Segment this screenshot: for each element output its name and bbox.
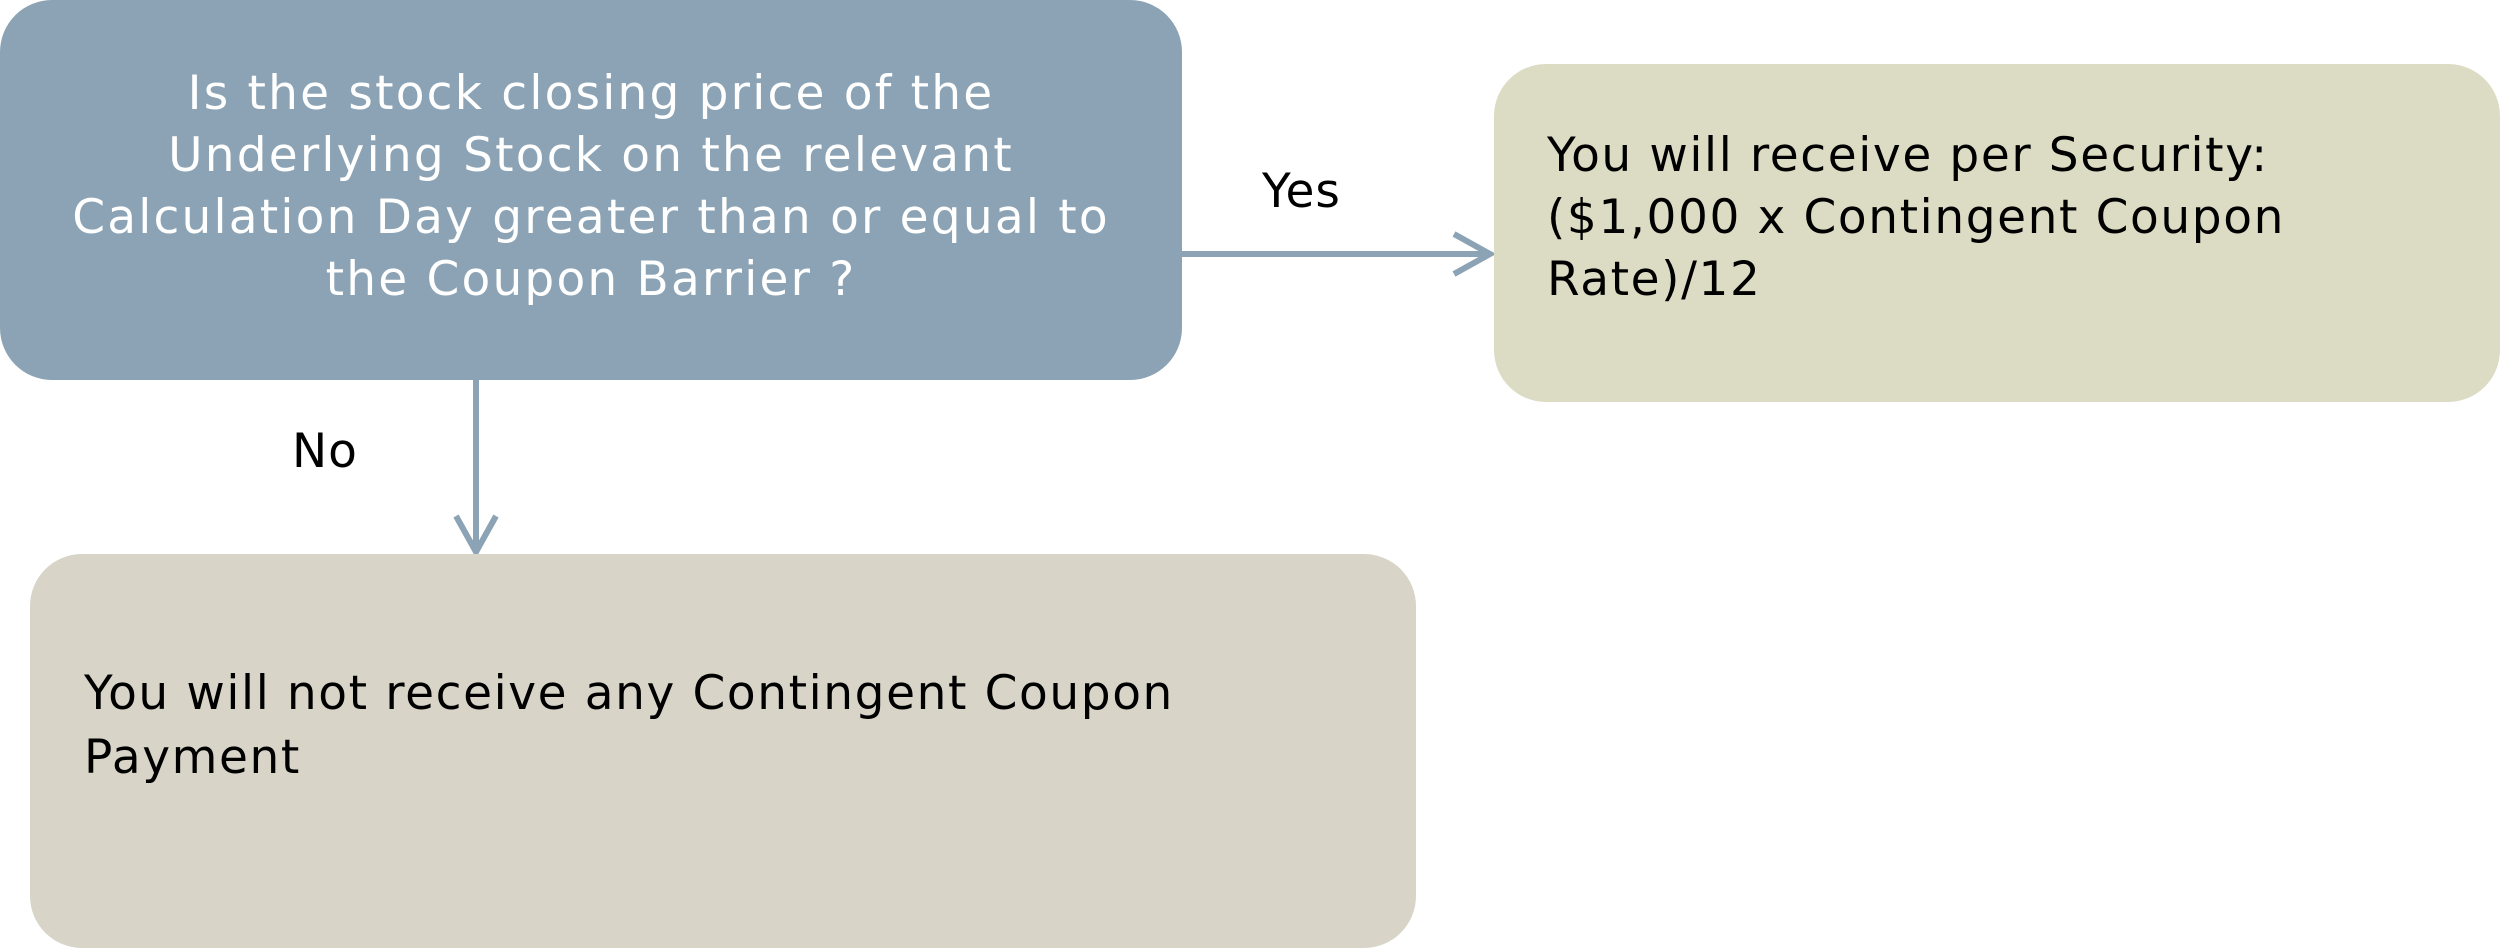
yes-outcome-node: You will receive per Security: ($1,000 x…	[1494, 64, 2500, 402]
yes-arrow	[1182, 231, 1497, 277]
no-outcome-text: You will not receive any Contingent Coup…	[84, 666, 1174, 785]
no-arrow	[453, 380, 499, 559]
no-label: No	[292, 424, 358, 479]
decision-text: Is the stock closing price of the Underl…	[72, 66, 1110, 307]
no-outcome-node: You will not receive any Contingent Coup…	[30, 554, 1416, 948]
yes-label: Yes	[1262, 164, 1341, 219]
yes-outcome-text: You will receive per Security: ($1,000 x…	[1547, 128, 2302, 307]
decision-node: Is the stock closing price of the Underl…	[0, 0, 1182, 380]
